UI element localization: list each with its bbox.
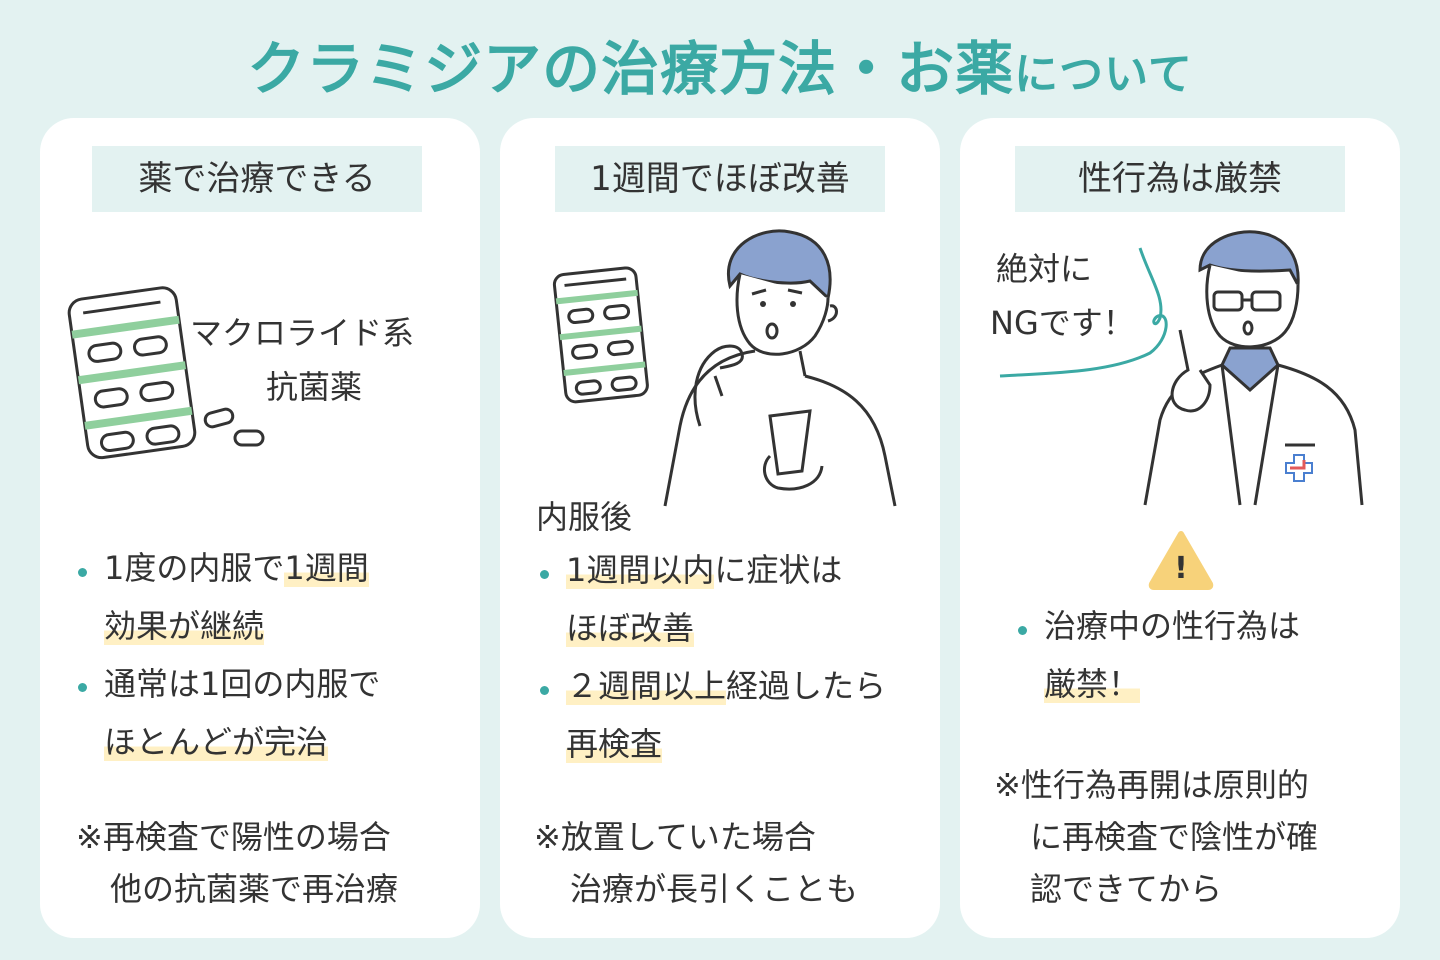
card-prohibition: 性行為は厳禁 絶対に NGです！ ! 治療中の性行為は 厳禁！ ※性行為再開は原… [960, 118, 1400, 938]
note-line1: ※性行為再開は原則的 [994, 766, 1309, 804]
note-line2: 他の抗菌薬で再治療 [110, 870, 399, 908]
doctor-illustration [1143, 230, 1364, 506]
bullet-dot [78, 568, 87, 577]
bullet-dot [540, 570, 549, 579]
bullet-1-line1: 1週間以内に症状は [566, 551, 843, 589]
intro-text: 内服後 [536, 498, 633, 536]
note-line1: ※再検査で陽性の場合 [76, 818, 391, 856]
card-heading: 性行為は厳禁 [1015, 146, 1345, 212]
drug-name-line1: マクロライド系 [190, 314, 415, 352]
page-title: クラミジアの治療方法・お薬について [0, 22, 1440, 106]
bullet-2-line1: ２週間以上経過したら [566, 667, 887, 705]
drug-name-line2: 抗菌薬 [266, 368, 363, 406]
note-line3: 認できてから [1030, 870, 1223, 908]
bullet-1-line2: ほぼ改善 [566, 609, 695, 647]
bullet-1-line1: 治療中の性行為は [1044, 607, 1301, 645]
card-heading: 1週間でほぼ改善 [555, 146, 885, 212]
card-heading: 薬で治療できる [92, 146, 422, 212]
speech-curve [999, 247, 1168, 378]
bullet-1-line2: 厳禁！ [1044, 665, 1141, 703]
bullet-dot [540, 686, 549, 695]
card-improvement: 1週間でほぼ改善 内服後 1週間以内に症状は ほぼ改善 ２週間以上 [500, 118, 940, 938]
bullet-2-line1: 通常は1回の内服で [104, 665, 381, 703]
bullet-1-line2: 効果が継続 [104, 607, 265, 645]
note-line2: 治療が長引くことも [570, 870, 859, 908]
page-title-main: クラミジアの治療方法・お薬 [247, 35, 1015, 103]
bullet-dot [1018, 626, 1027, 635]
bullet-2-line2: ほとんどが完治 [104, 723, 329, 761]
page-title-suffix: について [1014, 49, 1193, 100]
warning-icon: ! [1148, 531, 1214, 590]
speech-line1: 絶対に [996, 250, 1093, 288]
bullet-dot [78, 683, 87, 692]
note-line1: ※放置していた場合 [534, 818, 816, 856]
pill-pack-icon [67, 286, 265, 460]
pill-pack-icon [552, 266, 649, 404]
card-medicine: 薬で治療できる マクロライド系 抗菌薬 1度の内服で1週間 効果が継続 通常は1… [40, 118, 480, 938]
speech-line2: NGです！ [990, 304, 1135, 342]
bullet-1-line1: 1度の内服で1週間 [104, 549, 369, 587]
bullet-2-line2: 再検査 [566, 725, 663, 763]
warning-mark: ! [1174, 551, 1188, 586]
man-taking-medicine-illustration [663, 229, 897, 507]
note-line2: に再検査で陰性が確 [1030, 818, 1319, 856]
